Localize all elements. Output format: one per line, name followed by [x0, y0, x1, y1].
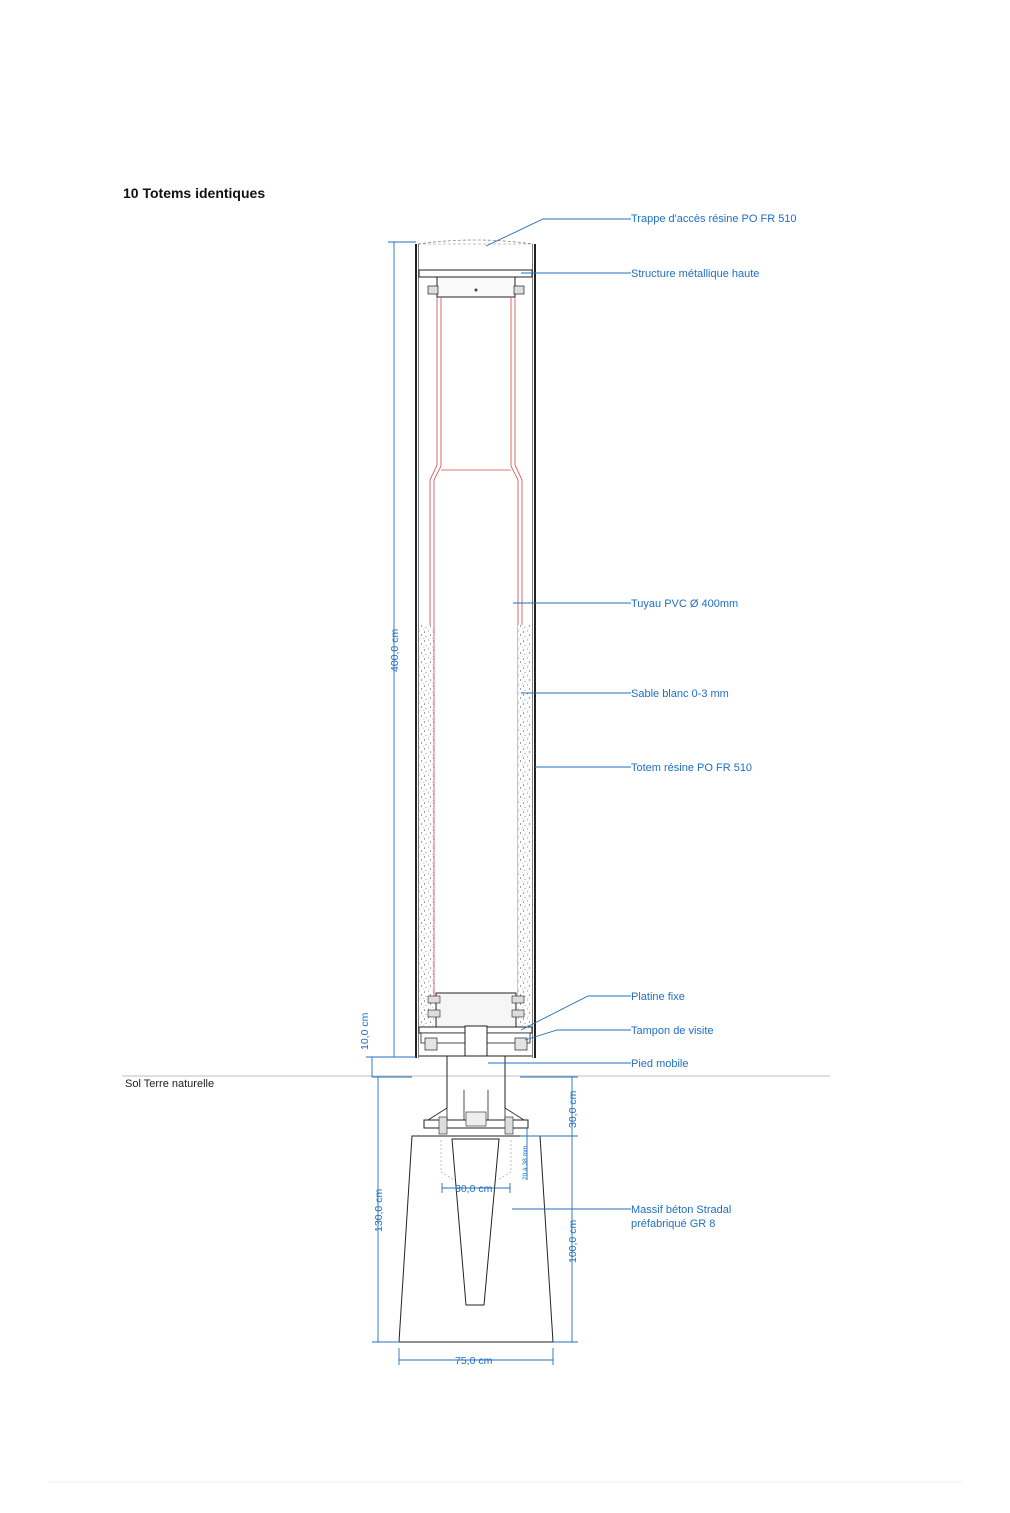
dim-block-width: 75,0 cm [455, 1355, 493, 1367]
callout-sable: Sable blanc 0-3 mm [631, 688, 729, 700]
dim-block-base: 100,0 cm [567, 1220, 579, 1263]
top-metal-structure [427, 276, 525, 298]
dim-clearance: 10,0 cm [359, 1012, 371, 1050]
callout-massif-line1: Massif béton Stradal [631, 1204, 731, 1216]
callout-trappe: Trappe d'accès résine PO FR 510 [631, 213, 797, 225]
callout-massif-line2: préfabriqué GR 8 [631, 1218, 715, 1230]
dimension-lines [366, 241, 578, 1365]
ground-label: Sol Terre naturelle [125, 1078, 215, 1090]
dim-adjust: 20 à 38 mm [522, 1146, 529, 1180]
pvc-pipe [429, 297, 523, 998]
callout-tampon: Tampon de visite [631, 1025, 714, 1037]
dim-total-height: 400,0 cm [389, 629, 401, 672]
dim-socket-width: 30,0 cm [455, 1183, 493, 1195]
dim-block-height: 130,0 cm [373, 1189, 385, 1232]
leader-lines [485, 218, 631, 1210]
callout-pvc: Tuyau PVC Ø 400mm [631, 598, 738, 610]
concrete-block [398, 1135, 554, 1343]
callout-structure: Structure métallique haute [631, 268, 759, 280]
callout-platine: Platine fixe [631, 991, 685, 1003]
sand-fill [419, 625, 532, 1027]
base-assembly [418, 992, 533, 1135]
callout-pied: Pied mobile [631, 1058, 688, 1070]
dim-foot-height: 30,0 cm [567, 1090, 579, 1128]
page-title: 10 Totems identiques [123, 185, 266, 201]
callout-totem: Totem résine PO FR 510 [631, 762, 752, 774]
